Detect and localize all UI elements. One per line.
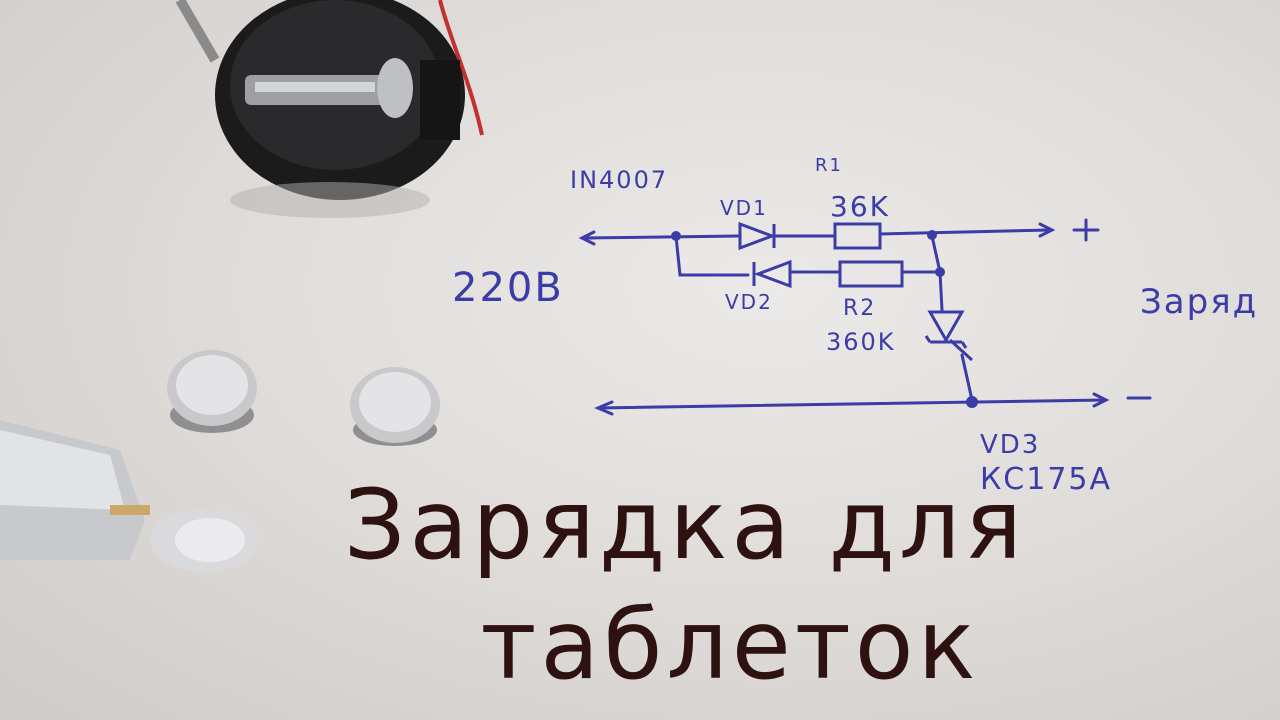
schematic-wires [578, 218, 1152, 416]
schematic-nodes [671, 230, 978, 408]
r1-label: R1 [815, 155, 843, 176]
input-voltage-label: 220В [452, 265, 564, 311]
r2-label: R2 [843, 296, 877, 321]
led-housing [0, 420, 260, 572]
button-battery-right [350, 367, 440, 446]
red-wire [438, 0, 484, 136]
vd2-label: VD2 [725, 290, 773, 314]
r2-value-label: 360K [826, 328, 896, 356]
schematic-components [738, 221, 974, 362]
r1-value-label: 36K [830, 190, 890, 223]
coin-cell-holder [215, 0, 465, 218]
grey-cable [175, 0, 220, 63]
vd1-label: VD1 [720, 196, 768, 220]
vd3-model-label: КС175А [980, 462, 1113, 497]
output-label: Заряд [1140, 282, 1259, 322]
diode-model-label: IN4007 [570, 166, 669, 194]
vd3-label: VD3 [980, 430, 1041, 460]
caption-line-2: таблеток [480, 589, 980, 701]
button-battery-left [167, 350, 257, 433]
caption-line-1: Зарядка для [343, 469, 1027, 581]
